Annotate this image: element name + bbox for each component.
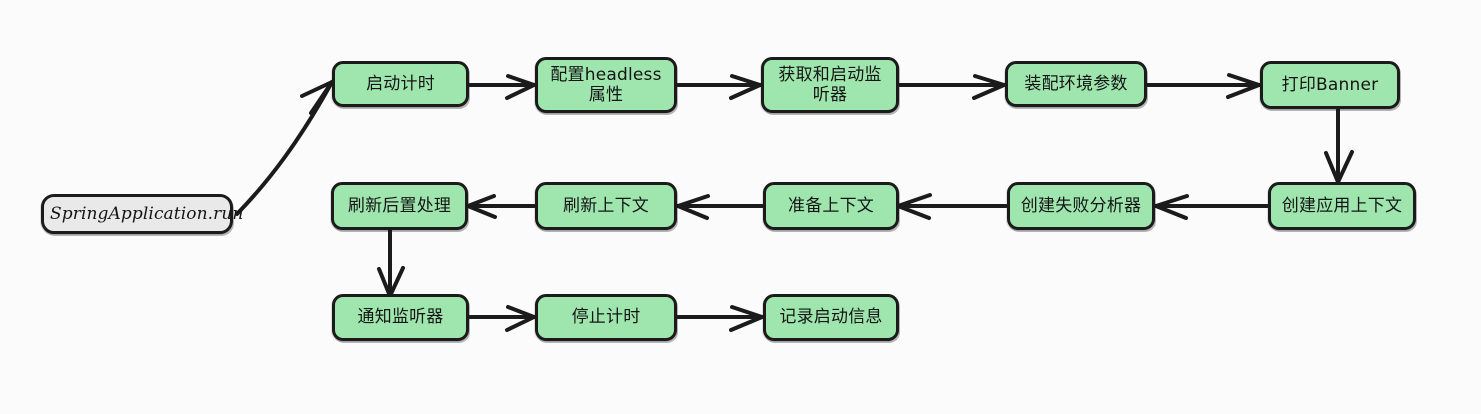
edge-start-timer-to-headless — [468, 74, 536, 100]
node-label: 记录启动信息 — [779, 307, 883, 328]
edge-refresh-to-post-process — [466, 194, 536, 219]
node-label: 通知监听器 — [357, 307, 444, 328]
node-label: 刷新上下文 — [563, 195, 649, 216]
node-spring-application-run[interactable]: SpringApplication.run — [41, 194, 244, 234]
edge-prepare-to-refresh-context — [676, 194, 764, 220]
node-print-banner[interactable]: 打印Banner — [1260, 61, 1400, 109]
node-create-application-context[interactable]: 创建应用上下文 — [1268, 182, 1416, 230]
node-stop-timer[interactable]: 停止计时 — [535, 294, 677, 341]
edge-headless-to-listeners — [676, 74, 762, 100]
node-refresh-context[interactable]: 刷新上下文 — [535, 182, 677, 230]
node-label: 准备上下文 — [788, 195, 874, 216]
edge-stop-timer-to-log-info — [676, 305, 764, 332]
edge-entry-to-start-timer — [235, 80, 334, 216]
edge-listeners-to-environment — [898, 74, 1006, 100]
edge-environment-to-banner — [1146, 73, 1261, 99]
node-get-and-start-listeners[interactable]: 获取和启动监听器 — [761, 57, 899, 113]
node-label: 配置headless属性 — [550, 64, 662, 105]
edge-banner-to-create-context — [1324, 108, 1354, 184]
edge-notify-listeners-to-stop-timer — [468, 305, 536, 332]
node-assemble-environment[interactable]: 装配环境参数 — [1005, 61, 1147, 107]
node-prepare-context[interactable]: 准备上下文 — [763, 182, 899, 230]
node-label: 刷新后置处理 — [347, 195, 452, 216]
node-notify-listeners[interactable]: 通知监听器 — [332, 294, 469, 341]
node-create-failure-analyzer[interactable]: 创建失败分析器 — [1007, 182, 1155, 230]
node-label: 停止计时 — [571, 307, 641, 328]
edge-create-context-to-analyzer — [1154, 194, 1269, 220]
node-label: 创建失败分析器 — [1020, 195, 1142, 216]
node-label: 打印Banner — [1281, 74, 1379, 95]
node-refresh-post-process[interactable]: 刷新后置处理 — [331, 182, 468, 230]
node-label: 获取和启动监听器 — [778, 64, 882, 105]
node-label: 启动计时 — [366, 73, 435, 94]
node-start-timer[interactable]: 启动计时 — [332, 61, 469, 107]
node-configure-headless[interactable]: 配置headless属性 — [535, 57, 677, 113]
node-label: SpringApplication.run — [50, 203, 244, 224]
edge-post-process-to-notify-listeners — [377, 228, 405, 298]
node-label: 装配环境参数 — [1024, 73, 1128, 94]
edge-analyzer-to-prepare-context — [896, 193, 1008, 220]
node-log-startup-info[interactable]: 记录启动信息 — [763, 294, 899, 341]
node-label: 创建应用上下文 — [1281, 195, 1403, 216]
